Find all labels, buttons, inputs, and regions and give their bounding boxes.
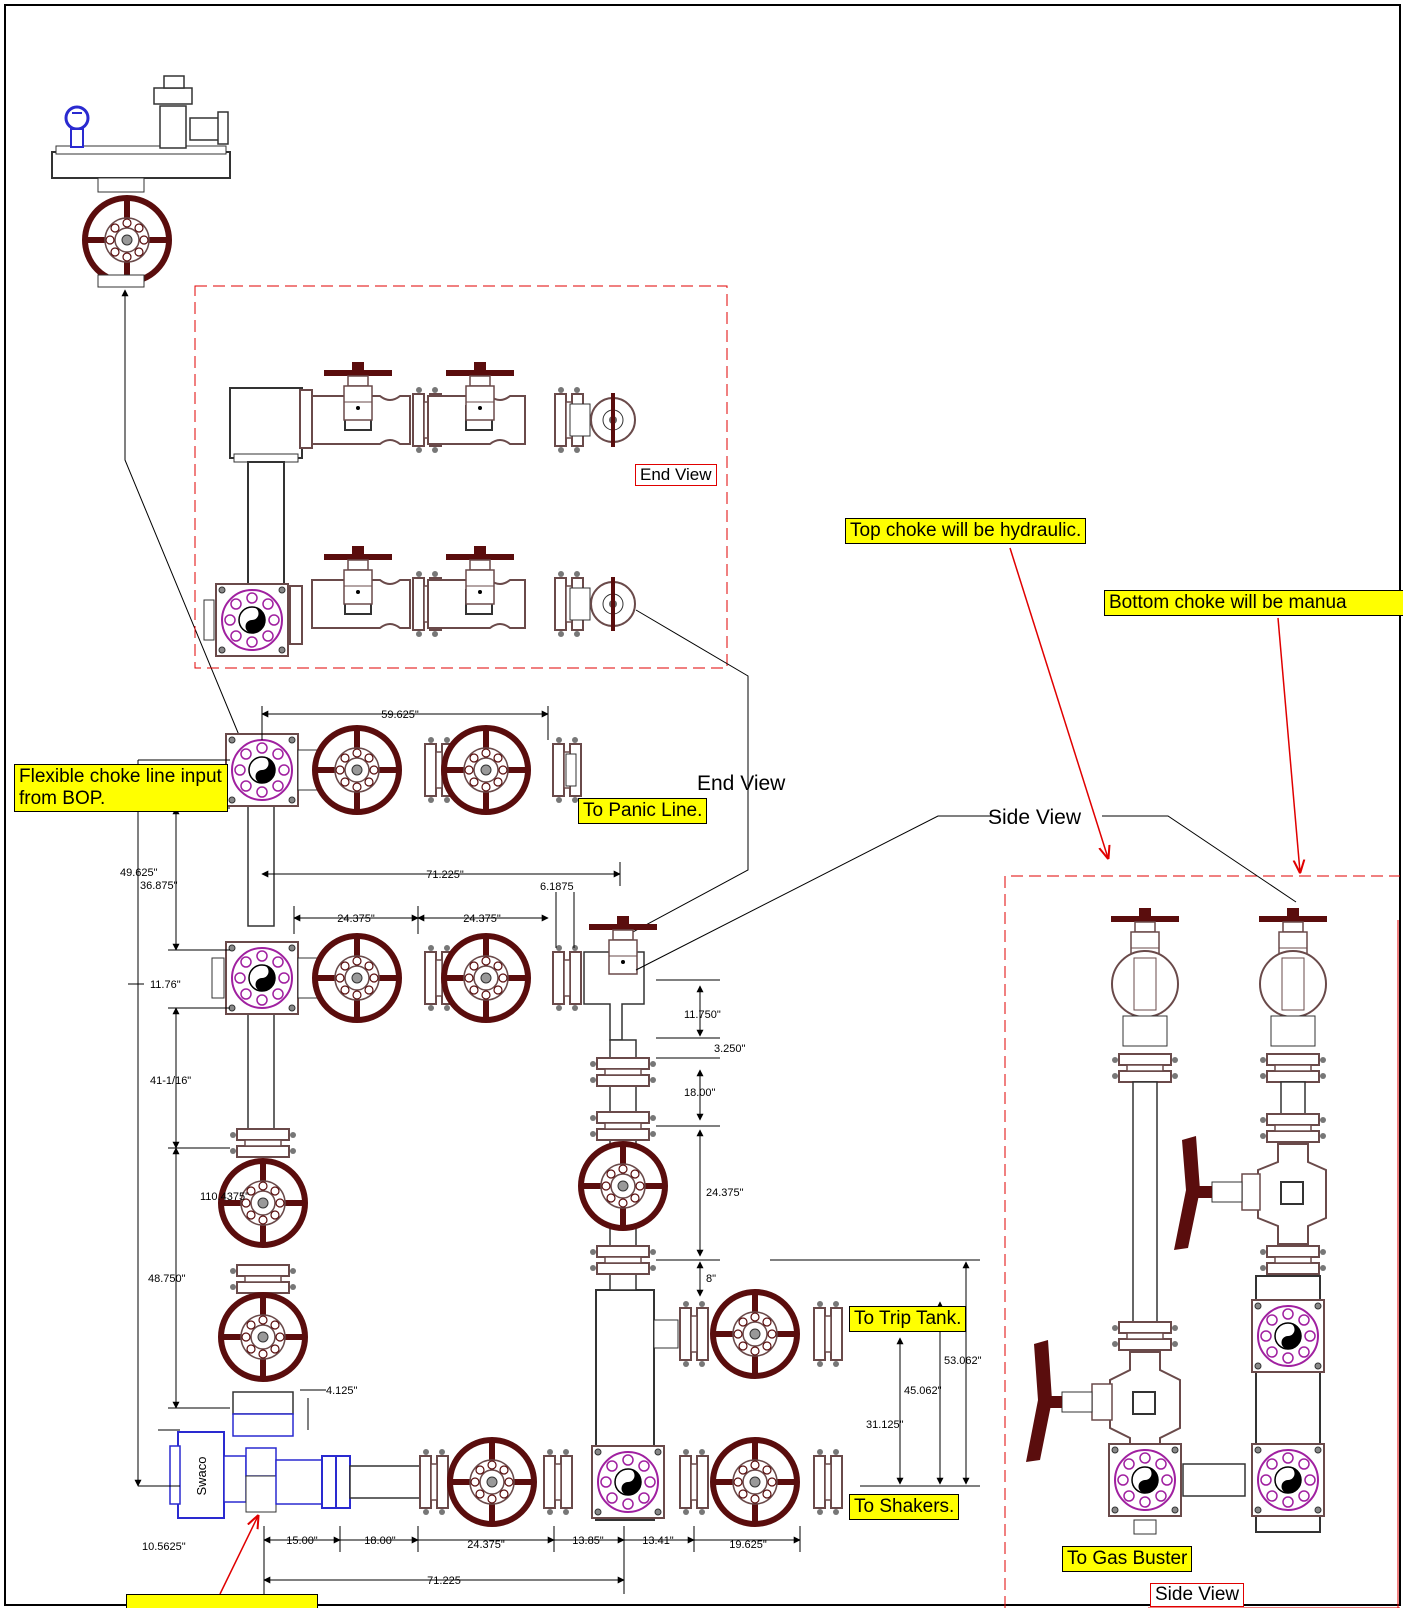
dim-13-41: 13.41" [642, 1535, 674, 1547]
side-cross-right-bottom-icon [1251, 1443, 1325, 1517]
dim-10-5625: 10.5625" [142, 1541, 186, 1553]
trip-tank-valve-icon [713, 1292, 797, 1376]
callout-trip-tank: To Trip Tank. [849, 1306, 967, 1332]
dim-6-1875: 6.1875 [540, 881, 574, 893]
dim-24-375-b: 24.375" [463, 913, 501, 925]
callout-panic-line: To Panic Line. [578, 798, 708, 824]
dim-53-062: 53.062" [944, 1355, 982, 1367]
dim-3-250: 3.250" [714, 1043, 746, 1055]
main-manifold: Swaco [169, 728, 843, 1524]
swaco-brand: Swaco [194, 1456, 209, 1495]
dim-24-375-v: 24.375" [706, 1187, 744, 1199]
side-view-box-label: Side View [1150, 1583, 1245, 1607]
side-cross-right-top-icon [1251, 1299, 1325, 1373]
callout-shakers: To Shakers. [849, 1494, 960, 1520]
gauge-assembly [51, 75, 231, 288]
panic-valve-1-icon [315, 728, 399, 812]
dim-71-225-top: 71.225" [426, 869, 464, 881]
line-valve-1-icon [315, 936, 399, 1020]
riser-valve-1-icon [221, 1161, 305, 1245]
riser-valve-2-icon [221, 1295, 305, 1379]
middle-cross-icon [225, 941, 299, 1015]
dim-110-4375: 110.4375" [200, 1191, 249, 1203]
dim-45-062: 45.062" [904, 1385, 942, 1397]
gauge-isolation-valve-icon [85, 198, 169, 282]
dim-15-00: 15.00" [286, 1535, 318, 1547]
manual-choke-handle-icon [1026, 1340, 1052, 1462]
upper-cross-icon [225, 733, 299, 807]
sheet-border [4, 4, 1401, 1606]
end-view-assembly [203, 361, 636, 657]
dim-48-750: 48.750" [148, 1273, 186, 1285]
dim-36-875: 36.875" [140, 880, 178, 892]
callout-gas-buster: To Gas Buster [1062, 1546, 1193, 1572]
shakers-valve-icon [713, 1440, 797, 1524]
end-view-frame [194, 285, 728, 669]
dim-11-76: 11.76" [150, 979, 181, 991]
line-valve-2-icon [444, 936, 528, 1020]
end-view-box-label: End View [635, 464, 717, 486]
end-view-label: End View [697, 772, 786, 795]
buster-valve-icon [450, 1440, 534, 1524]
dim-19-625: 19.625" [729, 1539, 767, 1551]
dim-31-125: 31.125" [866, 1419, 904, 1431]
callout-top-choke: Top choke will be hydraulic. [845, 518, 1087, 544]
callout-flexible-choke: Flexible choke line input from BOP. [14, 764, 228, 812]
needle-valve-icon [153, 75, 229, 149]
callout-bottom-choke: Bottom choke will be manua [1104, 590, 1403, 616]
dim-71-225-bottom: 71.225 [427, 1575, 461, 1587]
dim-18-00-v: 18.00" [684, 1087, 716, 1099]
side-cross-left-icon [1108, 1443, 1182, 1517]
dim-24-375-a: 24.375" [337, 913, 375, 925]
side-view-assembly [1026, 907, 1328, 1535]
dim-59-625: 59.625" [381, 709, 419, 721]
dim-4-125: 4.125" [326, 1385, 358, 1397]
callout-swaco-note [126, 1594, 318, 1608]
dim-18-00-h: 18.00" [364, 1535, 396, 1547]
dimension-labels: 59.625" 49.625" 36.875" 71.225" 6.1875 2… [120, 709, 982, 1587]
swaco-choke: Swaco [169, 1431, 323, 1519]
upper-riser-valve-icon [581, 1144, 665, 1228]
dim-11-750: 11.750" [684, 1009, 721, 1021]
panic-valve-2-icon [444, 728, 528, 812]
dim-13-85: 13.85" [572, 1535, 604, 1547]
dim-8: 8" [706, 1273, 716, 1285]
dim-24-375-h: 24.375" [467, 1539, 505, 1551]
dim-49-625: 49.625" [120, 867, 158, 879]
side-view-label: Side View [988, 806, 1082, 829]
dim-41-1-16: 41-1/16" [150, 1075, 191, 1087]
dimension-lines [128, 706, 980, 1594]
buffer-cross-icon [591, 1445, 665, 1519]
pressure-gauge-icon [64, 105, 90, 148]
